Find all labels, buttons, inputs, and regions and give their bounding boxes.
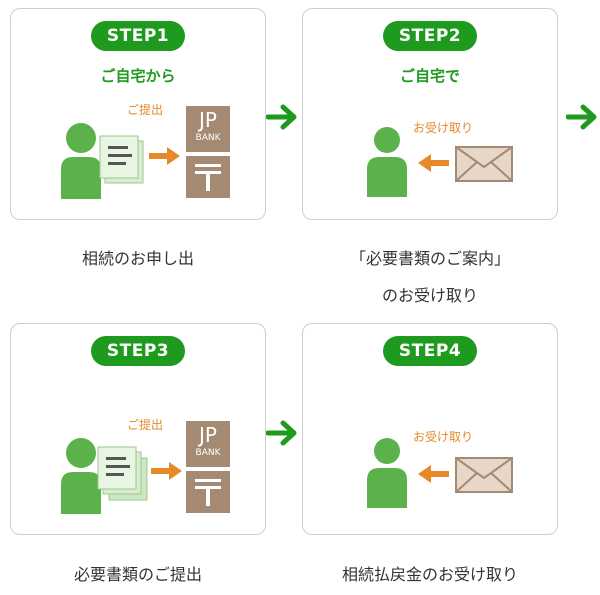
post-mark-icon (186, 471, 230, 513)
arrow-left-icon (418, 154, 449, 172)
bank-building-icon: JP BANK (186, 421, 230, 513)
step4-caption: 相続払戻金のお受け取り (341, 565, 518, 584)
step4-card: STEP4 お受け取り (302, 323, 558, 535)
next-step-arrow-icon (566, 104, 597, 130)
person-icon (367, 438, 407, 508)
person-icon (367, 127, 407, 197)
step3-badge: STEP3 (91, 336, 185, 366)
step2-action-label: お受け取り (413, 121, 474, 135)
step1-subtitle: ご自宅から (100, 67, 176, 85)
step2-caption-line2: のお受け取り (381, 286, 478, 305)
step2-subtitle: ご自宅で (399, 67, 460, 85)
step2-badge: STEP2 (383, 21, 477, 51)
next-step-arrow-icon (266, 420, 297, 446)
bank-building-icon: JP BANK (186, 106, 230, 198)
step3-caption: 必要書類のご提出 (73, 565, 202, 584)
document-icon (99, 135, 144, 184)
person-icon (61, 438, 101, 514)
step1-card: STEP1 ご自宅から ご提出 JP BANK (10, 8, 266, 220)
step1-badge: STEP1 (91, 21, 185, 51)
bank-sign: JP BANK (186, 106, 230, 152)
bank-sign: JP BANK (186, 421, 230, 467)
step1-action-label: ご提出 (127, 103, 164, 117)
person-icon (61, 123, 101, 199)
step4-badge: STEP4 (383, 336, 477, 366)
step4-action-label: お受け取り (413, 430, 474, 444)
step3-action-label: ご提出 (127, 418, 164, 432)
arrow-right-icon (149, 147, 180, 165)
arrow-right-icon (151, 462, 182, 480)
step1-caption: 相続のお申し出 (81, 249, 194, 268)
arrow-left-icon (418, 465, 449, 483)
step2-caption-line1: 「必要書類のご案内」 (349, 249, 510, 268)
next-step-arrow-icon (266, 104, 297, 130)
post-mark-icon (186, 156, 230, 198)
step3-card: STEP3 ご提出 JP BANK (10, 323, 266, 535)
envelope-icon (455, 457, 513, 493)
envelope-icon (455, 146, 513, 182)
documents-stack-icon (97, 446, 148, 501)
step2-card: STEP2 ご自宅で お受け取り (302, 8, 558, 220)
